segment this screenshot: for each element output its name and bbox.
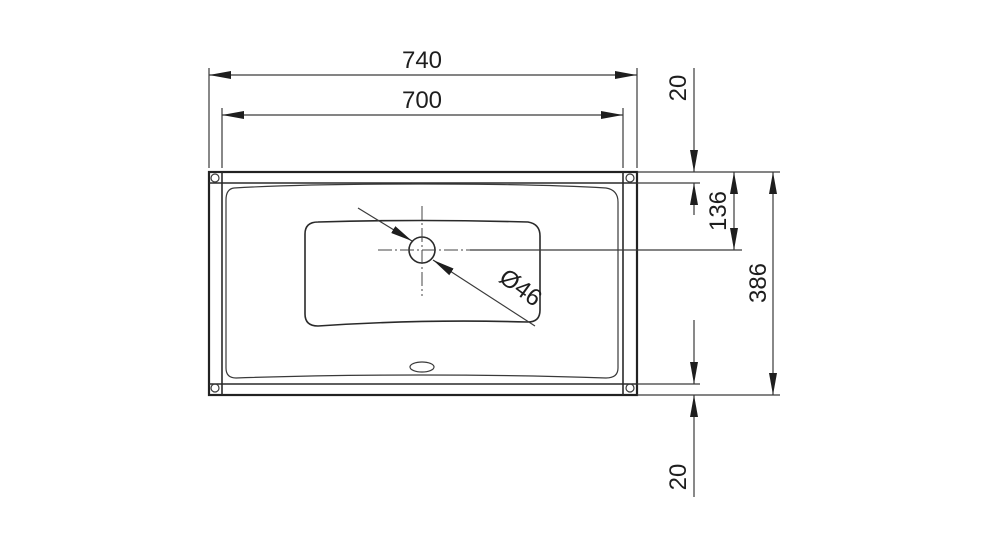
extension-lines — [208, 68, 780, 396]
dimension-overall-depth: 386 — [745, 172, 777, 395]
dimension-20-top-label: 20 — [665, 75, 692, 102]
dimension-136-label: 136 — [705, 191, 732, 231]
dimension-overall-width: 740 — [209, 47, 637, 79]
dimension-drain-offset: 136 — [705, 172, 738, 250]
fixing-hole-bottom-right — [625, 383, 635, 393]
fixing-hole-top-left — [210, 173, 220, 183]
fixing-hole-bottom-left — [210, 383, 220, 393]
dimension-basin-width: 700 — [222, 87, 623, 119]
basin-rim-contour — [225, 183, 619, 379]
dimension-386-label: 386 — [745, 263, 772, 303]
dimension-20-bottom-label: 20 — [665, 464, 692, 491]
dimension-drain-diameter: Ø46 — [357, 207, 547, 327]
basin-outer-edge — [207, 170, 639, 397]
dimension-700-label: 700 — [402, 87, 442, 114]
basin-plan-view — [207, 170, 639, 397]
dimension-bottom-offset: 20 — [665, 320, 698, 497]
overflow-slot — [409, 361, 435, 373]
dimension-740-label: 740 — [402, 47, 442, 74]
dimension-top-offset: 20 — [665, 68, 698, 215]
fixing-hole-top-right — [625, 173, 635, 183]
